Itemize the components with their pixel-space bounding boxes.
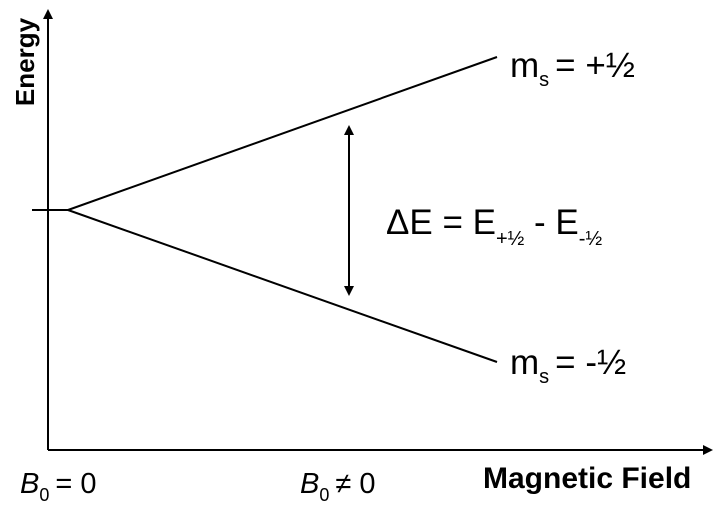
field-zero-subscript: 0 — [39, 485, 50, 505]
lower-state-subscript: s — [539, 366, 550, 388]
energy-gap-sub-minus: -½ — [578, 228, 603, 250]
field-nonzero-label: B0≠ 0 — [300, 468, 376, 505]
energy-gap-middle: - E — [524, 203, 579, 242]
x-axis-label: Magnetic Field — [483, 462, 692, 495]
field-nonzero-symbol: B — [300, 468, 320, 500]
lower-state-label: ms= -½ — [510, 343, 627, 387]
field-nonzero-value: ≠ 0 — [335, 468, 376, 500]
field-nonzero-subscript: 0 — [319, 485, 330, 505]
upper-state-value: = +½ — [555, 46, 635, 85]
lower-state-symbol: m — [510, 343, 540, 382]
energy-gap-sub-plus: +½ — [495, 228, 525, 250]
upper-state-subscript: s — [539, 69, 550, 91]
y-axis-label: Energy — [10, 17, 40, 107]
lower-level-line — [67, 209, 498, 363]
field-zero-value: = 0 — [55, 468, 97, 500]
field-zero-symbol: B — [20, 468, 40, 500]
energy-gap-main: ΔE = E — [386, 203, 496, 242]
upper-level-line — [67, 56, 498, 211]
field-zero-label: B0= 0 — [20, 468, 97, 505]
energy-gap-label: ΔE = E+½ - E-½ — [386, 203, 602, 249]
lower-state-value: = -½ — [555, 343, 627, 382]
upper-state-symbol: m — [510, 46, 540, 85]
upper-state-label: ms= +½ — [510, 46, 635, 90]
